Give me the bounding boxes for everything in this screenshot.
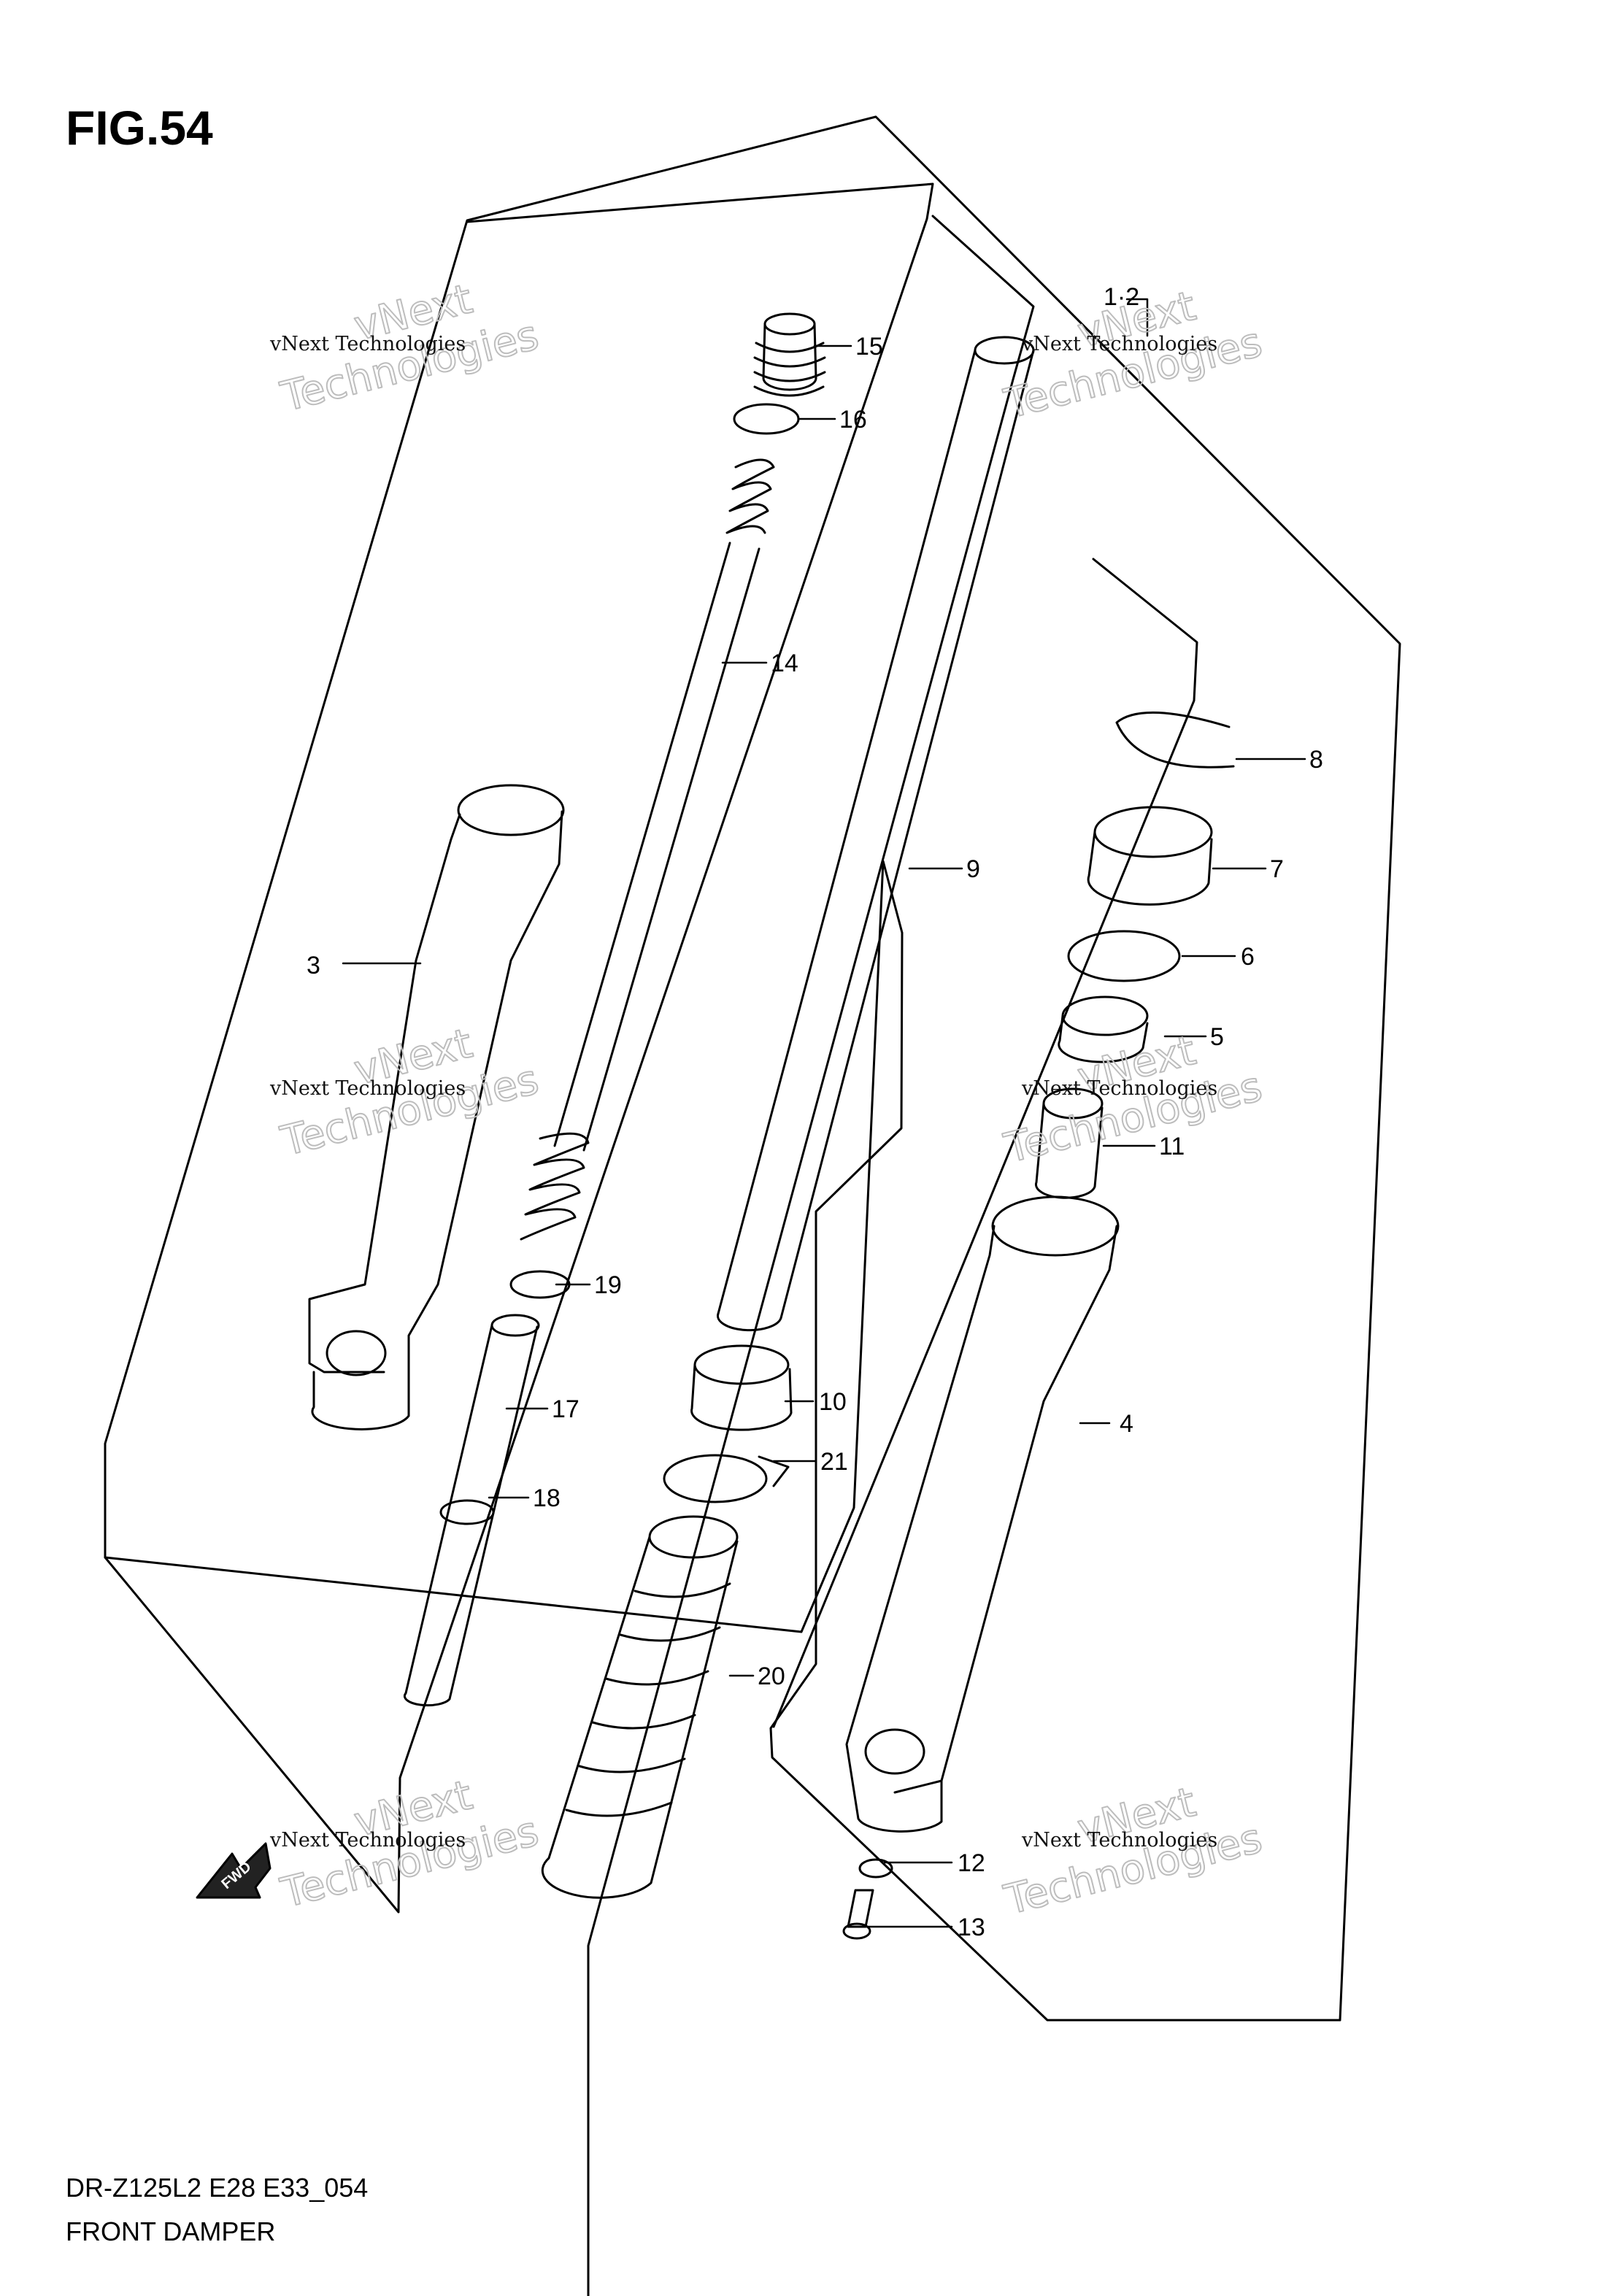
callout-6: 6: [1241, 943, 1255, 971]
figure-title: FIG.54: [66, 101, 213, 155]
fork-boot: [541, 1515, 739, 1899]
callout-11: 11: [1159, 1133, 1185, 1160]
model-code: DR-Z125L2 E28 E33_054: [66, 2173, 368, 2203]
callout-5: 5: [1210, 1023, 1224, 1051]
callout-4: 4: [1120, 1410, 1133, 1438]
stopper-ring: [1115, 711, 1235, 768]
inner-box-left: [104, 182, 934, 1914]
inner-box-right: [772, 558, 1198, 1728]
outer-tube-right: [845, 1195, 1120, 1833]
lower-spring: [520, 1132, 590, 1241]
callout-20: 20: [758, 1663, 785, 1690]
callout-10: 10: [819, 1388, 847, 1416]
callout-16: 16: [839, 406, 867, 434]
dust-seal: [690, 1344, 793, 1431]
callout-12: 12: [958, 1849, 985, 1877]
damper-cylinder: [403, 1314, 540, 1707]
fwd-arrow-icon: FWD: [196, 1842, 272, 1899]
callout-9: 9: [966, 855, 980, 883]
diagram-title: FRONT DAMPER: [66, 2216, 275, 2246]
upper-spring: [725, 458, 775, 534]
callout-19: 19: [594, 1271, 622, 1299]
watermark-text: vNext Technologies: [1021, 333, 1217, 355]
oil-seal: [1087, 806, 1213, 906]
boot-clamp: [663, 1454, 790, 1503]
watermark-text: vNext Technologies: [269, 1829, 466, 1852]
retainer: [1067, 930, 1181, 982]
guide-metal: [1058, 995, 1149, 1063]
callout-18: 18: [533, 1484, 561, 1512]
callout-1-2: 1·2: [1104, 283, 1139, 311]
outer-tube-left: [308, 784, 565, 1430]
watermark-text: vNext Technologies: [269, 333, 466, 355]
watermark-text: vNext Technologies: [269, 1077, 466, 1100]
callout-15: 15: [855, 333, 883, 361]
leader-lines: [342, 298, 1306, 1928]
damper-bolt: [842, 1889, 874, 1940]
cap-bolt: [753, 312, 826, 397]
callout-17: 17: [552, 1395, 580, 1423]
callout-13: 13: [958, 1914, 985, 1941]
inner-box-middle: [587, 215, 1035, 2296]
rebound-spring: [439, 1499, 495, 1525]
gasket-washer: [858, 1858, 893, 1879]
damper-rod: [553, 542, 761, 1152]
callout-3: 3: [307, 952, 320, 979]
callout-21: 21: [820, 1448, 848, 1476]
callout-7: 7: [1270, 855, 1284, 883]
callout-8: 8: [1309, 746, 1323, 774]
inner-tube: [717, 336, 1035, 1332]
o-ring: [733, 403, 800, 435]
callout-14: 14: [771, 650, 798, 677]
watermark-text: vNext Technologies: [1021, 1077, 1217, 1100]
assembly-outline: [104, 115, 1401, 2022]
watermark-text: vNext Technologies: [1021, 1829, 1217, 1852]
